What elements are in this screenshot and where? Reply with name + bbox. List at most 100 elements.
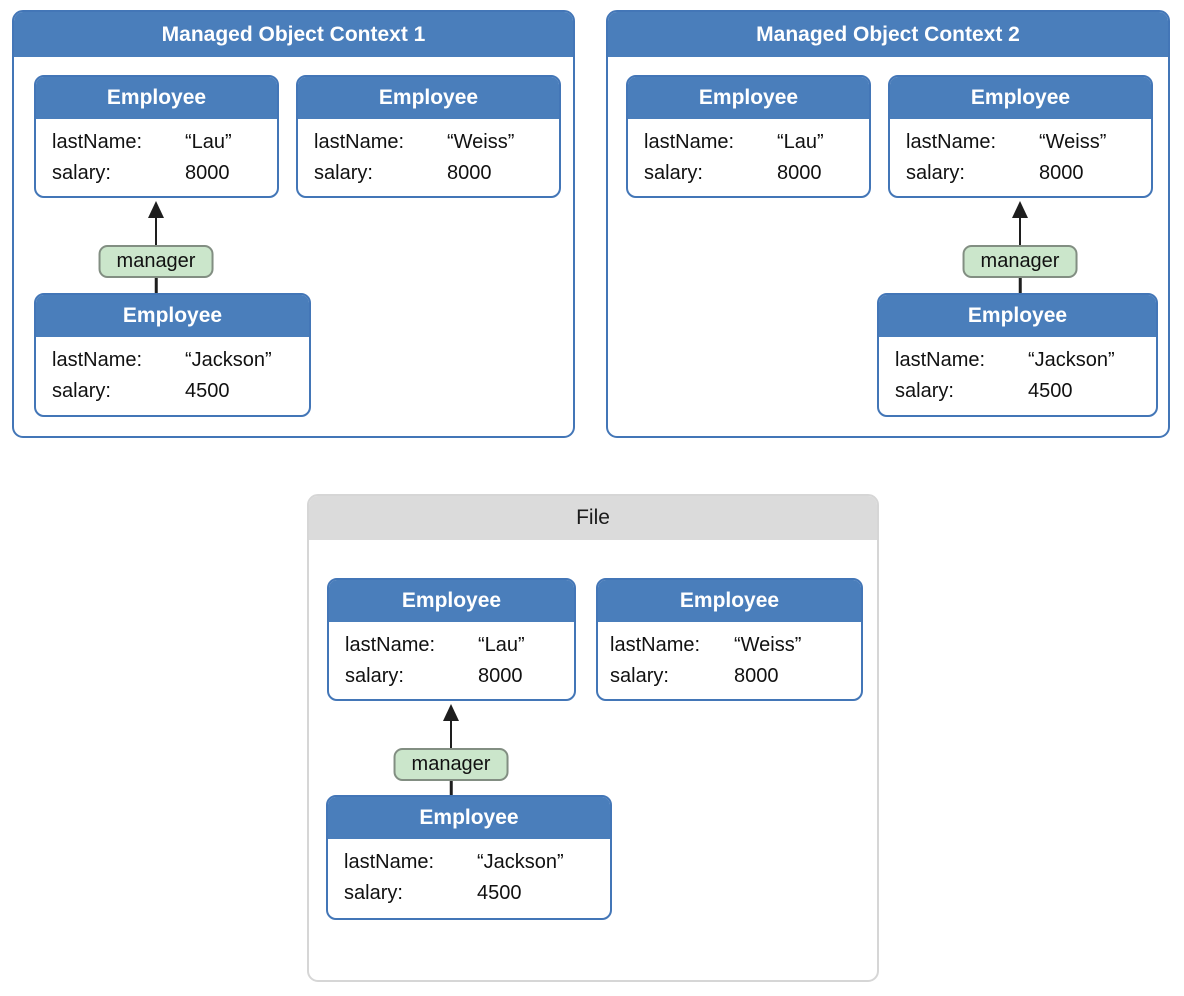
container-title: File bbox=[309, 496, 877, 540]
attribute-label: lastName: bbox=[895, 349, 986, 371]
employee-card-jackson: Employee lastName: “Jackson” salary: 450… bbox=[326, 795, 612, 920]
attribute-row: salary: 4500 bbox=[895, 376, 1140, 407]
container-title: Managed Object Context 2 bbox=[608, 12, 1168, 57]
attribute-label: salary: bbox=[644, 162, 703, 184]
attribute-label: lastName: bbox=[644, 131, 735, 153]
employee-card-body: lastName: “Jackson” salary: 4500 bbox=[36, 337, 309, 407]
employee-card-title: Employee bbox=[328, 797, 610, 839]
attribute-row: salary: 8000 bbox=[52, 158, 261, 189]
attribute-label: lastName: bbox=[610, 634, 701, 656]
attribute-row: lastName: “Jackson” bbox=[344, 847, 594, 878]
attribute-row: lastName: “Lau” bbox=[52, 127, 261, 158]
file-container: File Employee lastName: “Lau” salary: 80… bbox=[307, 494, 879, 982]
attribute-value: 8000 bbox=[734, 665, 779, 687]
employee-card-jackson: Employee lastName: “Jackson” salary: 450… bbox=[34, 293, 311, 417]
employee-card-lau: Employee lastName: “Lau” salary: 8000 bbox=[626, 75, 871, 198]
attribute-value: 4500 bbox=[185, 380, 230, 402]
employee-card-body: lastName: “Lau” salary: 8000 bbox=[628, 119, 869, 189]
attribute-label: salary: bbox=[906, 162, 965, 184]
employee-card-jackson: Employee lastName: “Jackson” salary: 450… bbox=[877, 293, 1158, 417]
employee-card-weiss: Employee lastName: “Weiss” salary: 8000 bbox=[888, 75, 1153, 198]
attribute-value: “Jackson” bbox=[1028, 349, 1115, 371]
attribute-value: 8000 bbox=[185, 162, 230, 184]
attribute-label: salary: bbox=[344, 882, 403, 904]
employee-card-title: Employee bbox=[628, 77, 869, 119]
attribute-value: “Jackson” bbox=[477, 851, 564, 873]
employee-card-weiss: Employee lastName: “Weiss” salary: 8000 bbox=[296, 75, 561, 198]
attribute-label: salary: bbox=[52, 162, 111, 184]
attribute-label: lastName: bbox=[314, 131, 405, 153]
employee-card-title: Employee bbox=[329, 580, 574, 622]
employee-card-title: Employee bbox=[890, 77, 1151, 119]
attribute-value: “Weiss” bbox=[1039, 131, 1107, 153]
employee-card-title: Employee bbox=[298, 77, 559, 119]
attribute-value: 8000 bbox=[777, 162, 822, 184]
attribute-value: “Jackson” bbox=[185, 349, 272, 371]
attribute-row: salary: 8000 bbox=[314, 158, 543, 189]
container-title: Managed Object Context 1 bbox=[14, 12, 573, 57]
attribute-row: lastName: “Jackson” bbox=[52, 345, 293, 376]
attribute-value: “Weiss” bbox=[447, 131, 515, 153]
attribute-value: “Weiss” bbox=[734, 634, 802, 656]
attribute-value: 8000 bbox=[447, 162, 492, 184]
employee-card-body: lastName: “Lau” salary: 8000 bbox=[329, 622, 574, 692]
connector-line bbox=[449, 781, 453, 796]
attribute-row: salary: 4500 bbox=[344, 878, 594, 909]
attribute-value: “Lau” bbox=[185, 131, 232, 153]
employee-card-body: lastName: “Weiss” salary: 8000 bbox=[598, 622, 861, 692]
attribute-row: lastName: “Weiss” bbox=[906, 127, 1135, 158]
attribute-row: salary: 8000 bbox=[906, 158, 1135, 189]
attribute-label: lastName: bbox=[345, 634, 436, 656]
attribute-row: lastName: “Lau” bbox=[345, 630, 558, 661]
manager-relationship-badge: manager bbox=[98, 245, 214, 278]
arrow-up-icon bbox=[148, 201, 164, 245]
arrow-head bbox=[443, 704, 459, 721]
arrow-shaft bbox=[154, 218, 158, 245]
arrow-head bbox=[1012, 201, 1028, 218]
employee-card-lau: Employee lastName: “Lau” salary: 8000 bbox=[34, 75, 279, 198]
managed-object-context-2: Managed Object Context 2 Employee lastNa… bbox=[606, 10, 1170, 438]
arrow-head bbox=[148, 201, 164, 218]
attribute-value: 4500 bbox=[477, 882, 522, 904]
attribute-row: lastName: “Jackson” bbox=[895, 345, 1140, 376]
employee-card-title: Employee bbox=[598, 580, 861, 622]
employee-card-body: lastName: “Jackson” salary: 4500 bbox=[328, 839, 610, 909]
attribute-label: salary: bbox=[52, 380, 111, 402]
attribute-value: “Lau” bbox=[478, 634, 525, 656]
attribute-label: lastName: bbox=[52, 349, 143, 371]
employee-card-title: Employee bbox=[879, 295, 1156, 337]
attribute-value: 4500 bbox=[1028, 380, 1073, 402]
manager-relationship-badge: manager bbox=[962, 245, 1078, 278]
attribute-value: “Lau” bbox=[777, 131, 824, 153]
attribute-label: salary: bbox=[610, 665, 669, 687]
attribute-label: salary: bbox=[895, 380, 954, 402]
employee-card-body: lastName: “Lau” salary: 8000 bbox=[36, 119, 277, 189]
manager-relationship-badge: manager bbox=[393, 748, 509, 781]
attribute-row: lastName: “Weiss” bbox=[610, 630, 849, 661]
attribute-row: salary: 8000 bbox=[610, 661, 849, 692]
arrow-shaft bbox=[449, 721, 453, 748]
employee-card-lau: Employee lastName: “Lau” salary: 8000 bbox=[327, 578, 576, 701]
attribute-row: salary: 4500 bbox=[52, 376, 293, 407]
attribute-label: lastName: bbox=[52, 131, 143, 153]
employee-card-title: Employee bbox=[36, 77, 277, 119]
attribute-row: lastName: “Lau” bbox=[644, 127, 853, 158]
connector-line bbox=[154, 278, 158, 294]
managed-object-context-1: Managed Object Context 1 Employee lastNa… bbox=[12, 10, 575, 438]
employee-card-body: lastName: “Weiss” salary: 8000 bbox=[298, 119, 559, 189]
arrow-shaft bbox=[1018, 218, 1022, 245]
attribute-row: salary: 8000 bbox=[644, 158, 853, 189]
employee-card-body: lastName: “Jackson” salary: 4500 bbox=[879, 337, 1156, 407]
attribute-value: 8000 bbox=[1039, 162, 1084, 184]
attribute-label: lastName: bbox=[344, 851, 435, 873]
employee-card-body: lastName: “Weiss” salary: 8000 bbox=[890, 119, 1151, 189]
attribute-label: salary: bbox=[314, 162, 373, 184]
employee-card-title: Employee bbox=[36, 295, 309, 337]
attribute-value: 8000 bbox=[478, 665, 523, 687]
attribute-row: lastName: “Weiss” bbox=[314, 127, 543, 158]
arrow-up-icon bbox=[443, 704, 459, 748]
connector-line bbox=[1018, 278, 1022, 294]
attribute-label: salary: bbox=[345, 665, 404, 687]
attribute-label: lastName: bbox=[906, 131, 997, 153]
